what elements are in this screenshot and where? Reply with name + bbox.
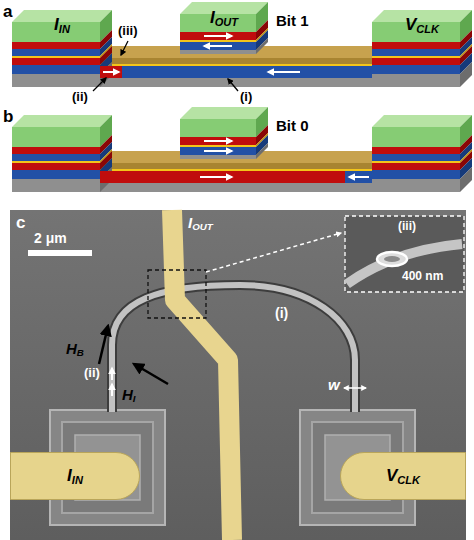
symbol-main: V — [386, 466, 397, 485]
gold-electrode: VCLK — [340, 452, 466, 500]
annotation-label: IOUT — [188, 214, 213, 231]
annotation-label: HI — [122, 386, 136, 403]
annotation-label: (ii) — [84, 366, 100, 381]
panel-b-device — [100, 171, 345, 183]
scale-bar — [28, 250, 92, 256]
terminal-label: IIN — [67, 466, 83, 486]
panel-a-device — [122, 66, 372, 78]
symbol-subscript: OUT — [192, 221, 213, 232]
inset — [345, 216, 464, 292]
electrode-pad: VCLK — [374, 10, 470, 40]
callout-arrow — [93, 41, 238, 91]
electrode-pad: IOUT — [182, 4, 266, 32]
magnetization-arrow — [204, 45, 232, 47]
symbol-main: H — [122, 386, 133, 403]
symbol-subscript: B — [77, 347, 84, 358]
terminal-label: IOUT — [210, 8, 238, 28]
symbol-subscript: CLK — [397, 474, 420, 486]
magnetization-arrow — [111, 368, 113, 380]
field-arrow — [99, 326, 168, 384]
magnetization-arrow — [204, 35, 232, 37]
annotation-label: w — [328, 376, 340, 393]
gold-electrode: IIN — [10, 452, 140, 500]
magnetization-arrow — [204, 140, 232, 142]
symbol-subscript: OUT — [215, 16, 238, 28]
panel-b-device — [345, 171, 372, 183]
callout-arrow — [93, 78, 106, 91]
sem-image — [10, 210, 466, 540]
width-arrow — [344, 387, 366, 389]
callout-arrow — [228, 79, 238, 91]
magnetization-arrow — [111, 384, 113, 396]
zoom-arrow — [206, 233, 341, 272]
inset — [377, 252, 407, 266]
panel-a-device — [12, 2, 472, 87]
magnetization-arrow — [268, 71, 300, 73]
terminal-label: IIN — [54, 15, 70, 35]
annotation-label: 400 nm — [402, 270, 443, 284]
callout-arrow — [121, 41, 128, 55]
panel-letter: c — [16, 213, 25, 233]
field-arrow — [99, 326, 108, 364]
annotation-label: (i) — [240, 90, 252, 105]
symbol-subscript: CLK — [416, 23, 439, 35]
terminal-label: VCLK — [405, 15, 439, 35]
inset — [384, 256, 400, 262]
output-electrode — [172, 210, 232, 540]
magnetization-arrow — [349, 176, 369, 178]
symbol-main: I — [54, 15, 59, 34]
symbol-subscript: IN — [59, 23, 70, 35]
annotation-label: (iii) — [118, 24, 138, 39]
magnetization-arrow — [200, 141, 369, 177]
annotation-label: 2 μm — [34, 230, 67, 246]
symbol-main: I — [188, 214, 192, 231]
annotation-label: (iii) — [398, 220, 416, 234]
magnetization-arrow — [103, 36, 300, 72]
panel-b-device — [12, 107, 472, 192]
magnetization-arrow — [111, 368, 113, 396]
symbol-main: I — [210, 8, 215, 27]
annotation-label: HB — [66, 340, 84, 357]
annotation-label: Bit 0 — [276, 117, 309, 134]
annotation-label: Bit 1 — [276, 12, 309, 29]
panel-b-device — [12, 107, 472, 192]
inset — [345, 216, 464, 292]
symbol-main: V — [405, 15, 416, 34]
electrode-pad: IIN — [14, 10, 110, 40]
magnetization-arrow — [204, 150, 232, 152]
field-arrow — [134, 364, 168, 384]
panel-a-device — [12, 2, 472, 91]
symbol-subscript: IN — [72, 474, 83, 486]
panel-letter: b — [3, 107, 13, 127]
inset — [347, 244, 462, 284]
panel-a-device — [100, 66, 122, 78]
sem-image — [10, 210, 466, 540]
magnetization-arrow — [103, 71, 119, 73]
symbol-subscript: I — [133, 393, 136, 404]
terminal-label: VCLK — [386, 466, 420, 486]
panel-letter: a — [3, 2, 12, 22]
magnetization-arrow — [200, 176, 232, 178]
zoom-box — [148, 270, 206, 318]
annotation-label: (i) — [275, 305, 288, 321]
annotation-label: (ii) — [72, 90, 88, 105]
symbol-main: I — [67, 466, 72, 485]
symbol-main: H — [66, 340, 77, 357]
